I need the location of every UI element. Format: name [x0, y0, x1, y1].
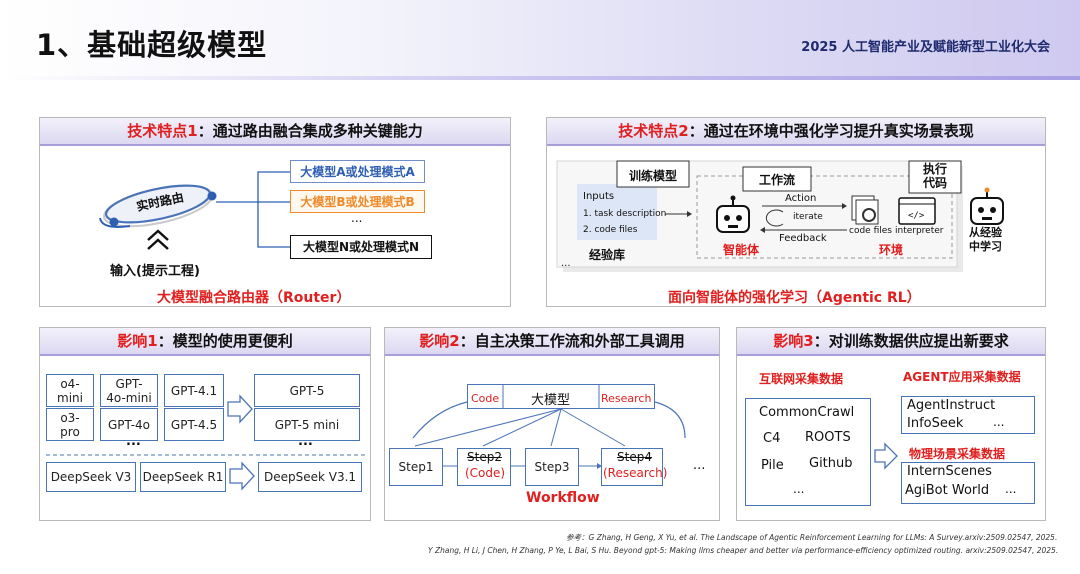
panel-impact-2: 影响2：自主决策工作流和外部工具调用 Code 大模型 Research Ste…	[384, 327, 720, 521]
agent-item-infoseek: InfoSeek	[907, 416, 963, 431]
reference-line-2: Y Zhang, H Li, J Chen, H Zhang, P Ye, L …	[428, 546, 1058, 555]
workflow-label: 工作流	[759, 171, 795, 188]
train-model-label: 训练模型	[629, 167, 677, 184]
learning-robot-icon	[971, 188, 1003, 225]
step1-box: Step1	[389, 448, 443, 486]
header-divider	[0, 76, 1080, 80]
agent-item-ellipsis: ...	[993, 415, 1004, 429]
inputs-item-1: 1. task description	[583, 209, 666, 219]
panel-tech-feature-1: 技术特点1：通过路由融合集成多种关键能力 实时路由 输入(提示工程) 大模型A或…	[39, 117, 511, 307]
panel-impact-1: 影响1：模型的使用更便利 o4- mini GPT- 4o-mini GPT-4…	[39, 327, 371, 521]
panel-1-caption: 大模型融合路由器（Router）	[157, 287, 350, 307]
router-diagram	[40, 118, 512, 308]
branch-line-n	[258, 202, 292, 247]
experience-lib-label: 经验库	[589, 246, 625, 263]
reference-line-1: 参考：G Zhang, H Geng, X Yu, et al. The Lan…	[566, 532, 1057, 543]
workflow-caption: Workflow	[526, 490, 600, 506]
chevron-up-icon-2	[148, 240, 168, 249]
exec-code-label: 执行 代码	[923, 162, 947, 190]
router-dot-right	[208, 192, 217, 201]
model-arrows	[40, 328, 372, 522]
option-b-box: 大模型B或处理模式B	[290, 190, 425, 213]
iterate-label: iterate	[793, 212, 823, 222]
code-files-icon	[852, 196, 878, 224]
physical-item-ellipsis: ...	[1005, 482, 1016, 496]
model-deepseek-v3-1: DeepSeek V3.1	[258, 462, 362, 492]
fan-line-1	[415, 409, 561, 446]
learn-from-exp-label: 从经验 中学习	[969, 226, 1002, 254]
fan-line-4	[561, 409, 625, 446]
agent-label: 智能体	[723, 241, 759, 258]
physical-item-internscenes: InternScenes	[907, 464, 992, 479]
interpreter-label: interpreter	[895, 226, 944, 236]
right-arrow-icon-1	[228, 396, 252, 422]
model-deepseek-r1: DeepSeek R1	[140, 462, 226, 492]
step-ellipsis: ...	[693, 458, 705, 473]
step4-sub-label: (Research)	[603, 466, 667, 480]
right-arrow-icon-3	[875, 444, 897, 468]
panel-tech-feature-2: 技术特点2：通过在环境中强化学习提升真实场景表现 </>	[546, 117, 1046, 307]
inputs-item-2: 2. code files	[583, 225, 637, 235]
option-n-box: 大模型N或处理模式N	[290, 235, 432, 259]
conference-name: 2025 人工智能产业及赋能新型工业化大会	[801, 36, 1050, 55]
action-label: Action	[785, 193, 816, 204]
input-label: 输入(提示工程)	[110, 260, 200, 279]
loop-arrow-right	[655, 402, 685, 438]
physical-data-title: 物理场景采集数据	[909, 445, 1005, 462]
panel-impact-3: 影响3：对训练数据供应提出新要求 互联网采集数据 AGENT应用采集数据 Com…	[736, 327, 1046, 521]
feedback-label: Feedback	[779, 233, 827, 244]
option-a-box: 大模型A或处理模式A	[290, 160, 425, 183]
step2-label: Step2	[467, 450, 502, 464]
option-ellipsis: ...	[351, 211, 362, 225]
model-deepseek-v3: DeepSeek V3	[46, 462, 136, 492]
physical-item-agibot: AgiBot World	[905, 483, 989, 498]
fan-line-3	[551, 409, 561, 446]
loop-arrow-left	[413, 402, 467, 438]
code-files-label: code files	[849, 226, 892, 236]
router-dot-left	[110, 218, 119, 227]
env-label: 环境	[879, 241, 903, 258]
step2-sub-label: (Code)	[465, 466, 505, 480]
experience-dots: ...	[561, 258, 571, 269]
right-arrow-icon-2	[230, 463, 254, 489]
inputs-title: Inputs	[583, 191, 614, 202]
agent-item-agentinstruct: AgentInstruct	[907, 398, 995, 413]
branch-line-a	[258, 172, 292, 202]
panel-2-caption: 面向智能体的强化学习（Agentic RL）	[668, 287, 921, 307]
page-title: 1、基础超级模型	[36, 22, 267, 64]
interpreter-icon: </>	[899, 198, 935, 224]
step3-box: Step3	[525, 448, 579, 486]
svg-text:</>: </>	[908, 211, 925, 221]
fan-line-2	[483, 409, 561, 446]
step4-label: Step4	[617, 450, 652, 464]
